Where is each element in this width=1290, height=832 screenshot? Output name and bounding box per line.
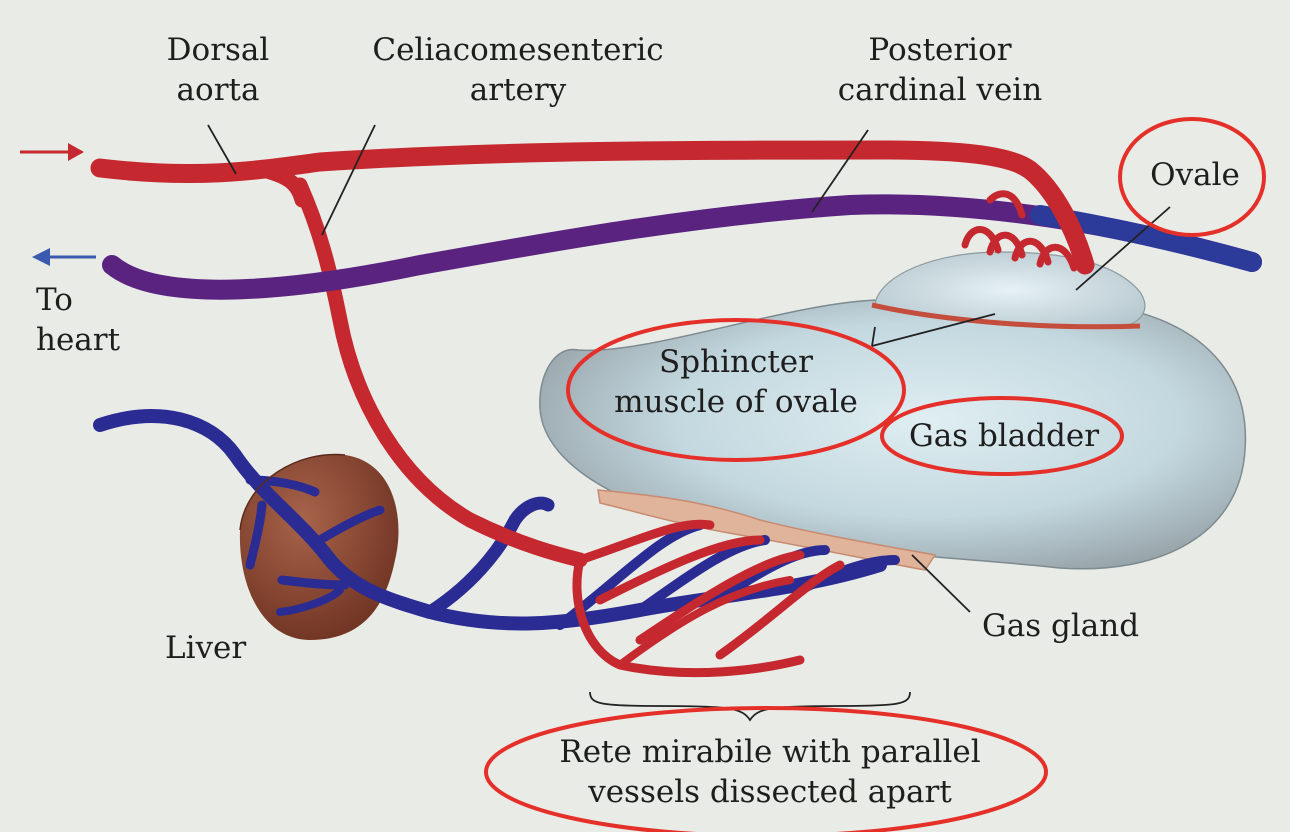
leader-lines bbox=[207, 124, 1171, 613]
label-to-heart: To heart bbox=[36, 282, 121, 358]
label-gas-bladder: Gas bladder bbox=[908, 418, 1100, 454]
celiac-branch-junction bbox=[262, 164, 310, 208]
label-dorsal-aorta: Dorsal aorta bbox=[166, 32, 270, 108]
rete-brace bbox=[589, 691, 911, 722]
liver-edge bbox=[239, 453, 346, 531]
label-posterior-cardinal-vein: Posterior cardinal vein bbox=[837, 32, 1043, 108]
label-rete-mirabile: Rete mirabile with parallel vessels diss… bbox=[559, 734, 981, 810]
label-gas-gland: Gas gland bbox=[982, 608, 1140, 644]
highlight-sphincter bbox=[566, 318, 906, 462]
highlight-rete bbox=[484, 706, 1048, 832]
ovale-capillaries bbox=[961, 190, 1078, 272]
celiacomesenteric-artery-path bbox=[292, 177, 845, 678]
label-celiacomesenteric-artery: Celiacomesenteric artery bbox=[372, 32, 664, 108]
arrow-right-red-icon bbox=[20, 143, 84, 161]
label-sphincter-muscle: Sphincter muscle of ovale bbox=[614, 344, 858, 420]
highlight-gas-bladder bbox=[880, 396, 1124, 476]
arrow-left-blue-icon bbox=[32, 248, 96, 266]
label-liver: Liver bbox=[165, 630, 247, 666]
sphincter-band bbox=[871, 302, 1141, 330]
highlight-ovale bbox=[1118, 117, 1266, 237]
label-ovale: Ovale bbox=[1150, 157, 1240, 193]
highlight-ellipses bbox=[484, 117, 1266, 832]
